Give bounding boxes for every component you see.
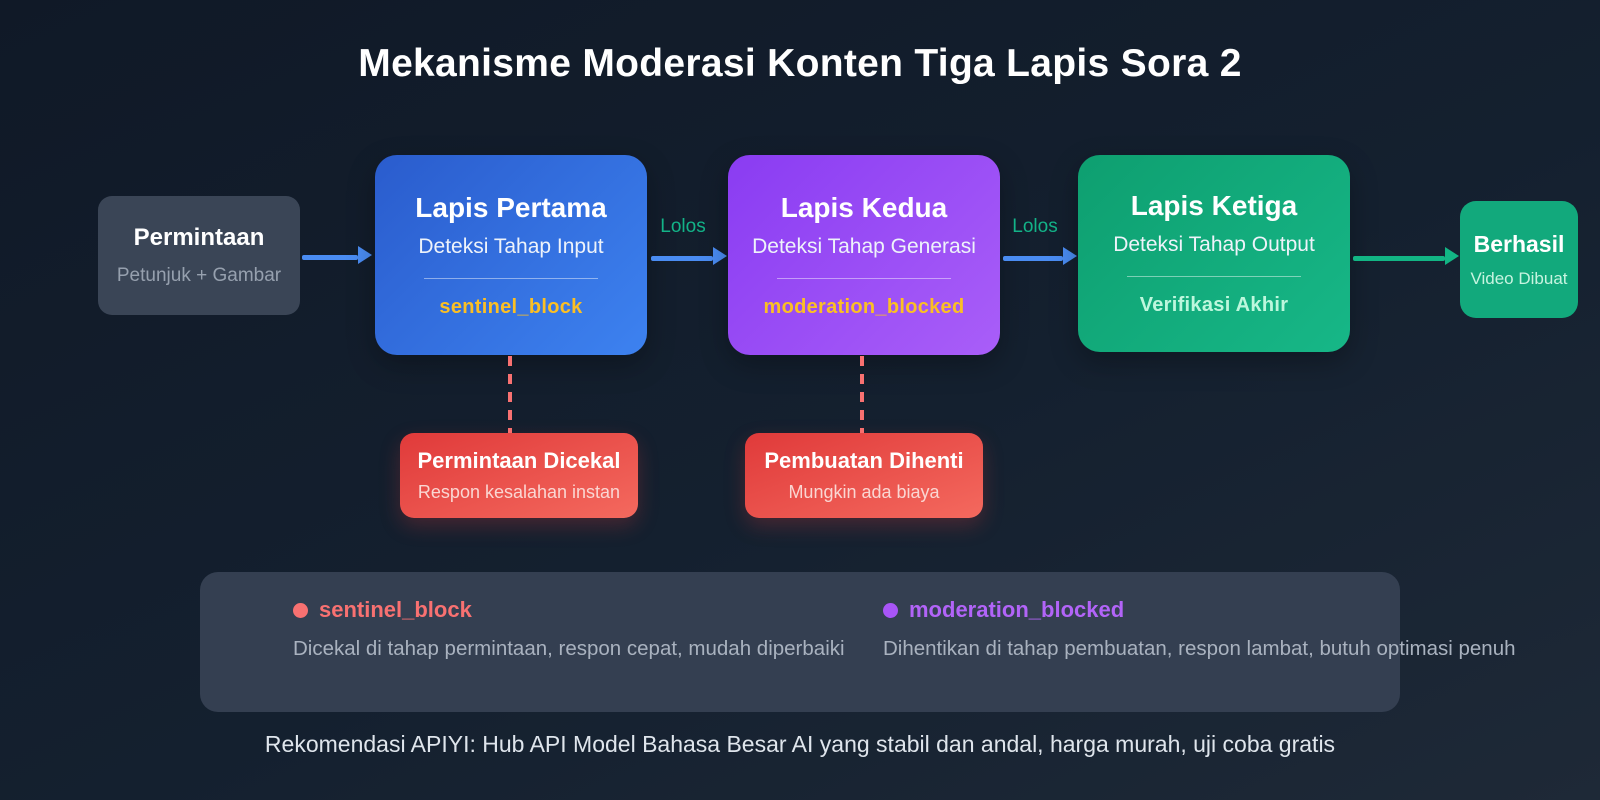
legend-label: sentinel_block bbox=[319, 597, 472, 622]
node-request-subtitle: Petunjuk + Gambar bbox=[116, 265, 282, 286]
layer-3-subtitle: Deteksi Tahap Output bbox=[1113, 233, 1315, 256]
legend-item-sentinel-block: sentinel_block bbox=[293, 597, 472, 623]
arrow-right-head-icon bbox=[1445, 247, 1459, 265]
dashed-connector-1 bbox=[508, 356, 512, 433]
legend-panel bbox=[200, 572, 1400, 712]
layer-2-divider bbox=[776, 277, 952, 279]
node-layer-2: Lapis Kedua Deteksi Tahap Generasi moder… bbox=[728, 155, 1000, 355]
node-success-subtitle: Video Dibuat bbox=[1470, 268, 1568, 288]
layer-1-tag: sentinel_block bbox=[439, 295, 583, 318]
node-request: Permintaan Petunjuk + Gambar bbox=[98, 196, 300, 315]
red-dot-icon bbox=[293, 602, 308, 618]
node-success: Berhasil Video Dibuat bbox=[1460, 201, 1578, 318]
pass-label-1: Lolos bbox=[660, 216, 706, 237]
arrow-right-icon bbox=[302, 255, 358, 260]
layer-3-tag: Verifikasi Akhir bbox=[1139, 294, 1289, 316]
node-blocked-request: Permintaan Dicekal Respon kesalahan inst… bbox=[400, 433, 638, 518]
legend-description: Dihentikan di tahap pembuatan, respon la… bbox=[883, 637, 1516, 660]
arrow-right-head-icon bbox=[713, 247, 727, 265]
layer-3-divider bbox=[1126, 276, 1302, 277]
legend-description: Dicekal di tahap permintaan, respon cepa… bbox=[293, 637, 845, 660]
blocked-request-title: Permintaan Dicekal bbox=[417, 448, 621, 473]
layer-2-tag: moderation_blocked bbox=[763, 295, 965, 318]
arrow-right-head-icon bbox=[1063, 247, 1077, 265]
blocked-generation-title: Pembuatan Dihenti bbox=[764, 448, 964, 473]
node-layer-1: Lapis Pertama Deteksi Tahap Input sentin… bbox=[375, 155, 647, 355]
node-blocked-generation: Pembuatan Dihenti Mungkin ada biaya bbox=[745, 433, 983, 518]
legend-label: moderation_blocked bbox=[909, 597, 1125, 622]
blocked-request-subtitle: Respon kesalahan instan bbox=[417, 482, 621, 502]
arrow-right-icon bbox=[1003, 256, 1063, 261]
purple-dot-icon bbox=[883, 602, 898, 618]
layer-1-divider bbox=[423, 277, 599, 279]
layer-2-title: Lapis Kedua bbox=[780, 191, 948, 223]
legend-item-moderation-blocked: moderation_blocked bbox=[883, 597, 1124, 623]
node-success-title: Berhasil bbox=[1473, 230, 1565, 257]
pass-label-2: Lolos bbox=[1012, 216, 1058, 237]
node-request-title: Permintaan bbox=[133, 224, 265, 251]
layer-1-title: Lapis Pertama bbox=[415, 191, 607, 223]
layer-2-subtitle: Deteksi Tahap Generasi bbox=[752, 234, 976, 258]
footer-recommendation: Rekomendasi APIYI: Hub API Model Bahasa … bbox=[264, 731, 1336, 757]
page-title: Mekanisme Moderasi Konten Tiga Lapis Sor… bbox=[358, 42, 1242, 85]
dashed-connector-2 bbox=[860, 356, 864, 433]
arrow-right-head-icon bbox=[358, 246, 372, 264]
layer-1-subtitle: Deteksi Tahap Input bbox=[418, 234, 604, 258]
arrow-right-icon bbox=[651, 256, 713, 261]
arrow-right-icon bbox=[1353, 256, 1445, 261]
blocked-generation-subtitle: Mungkin ada biaya bbox=[788, 482, 940, 502]
node-layer-3: Lapis Ketiga Deteksi Tahap Output Verifi… bbox=[1078, 155, 1350, 352]
layer-3-title: Lapis Ketiga bbox=[1130, 190, 1298, 221]
